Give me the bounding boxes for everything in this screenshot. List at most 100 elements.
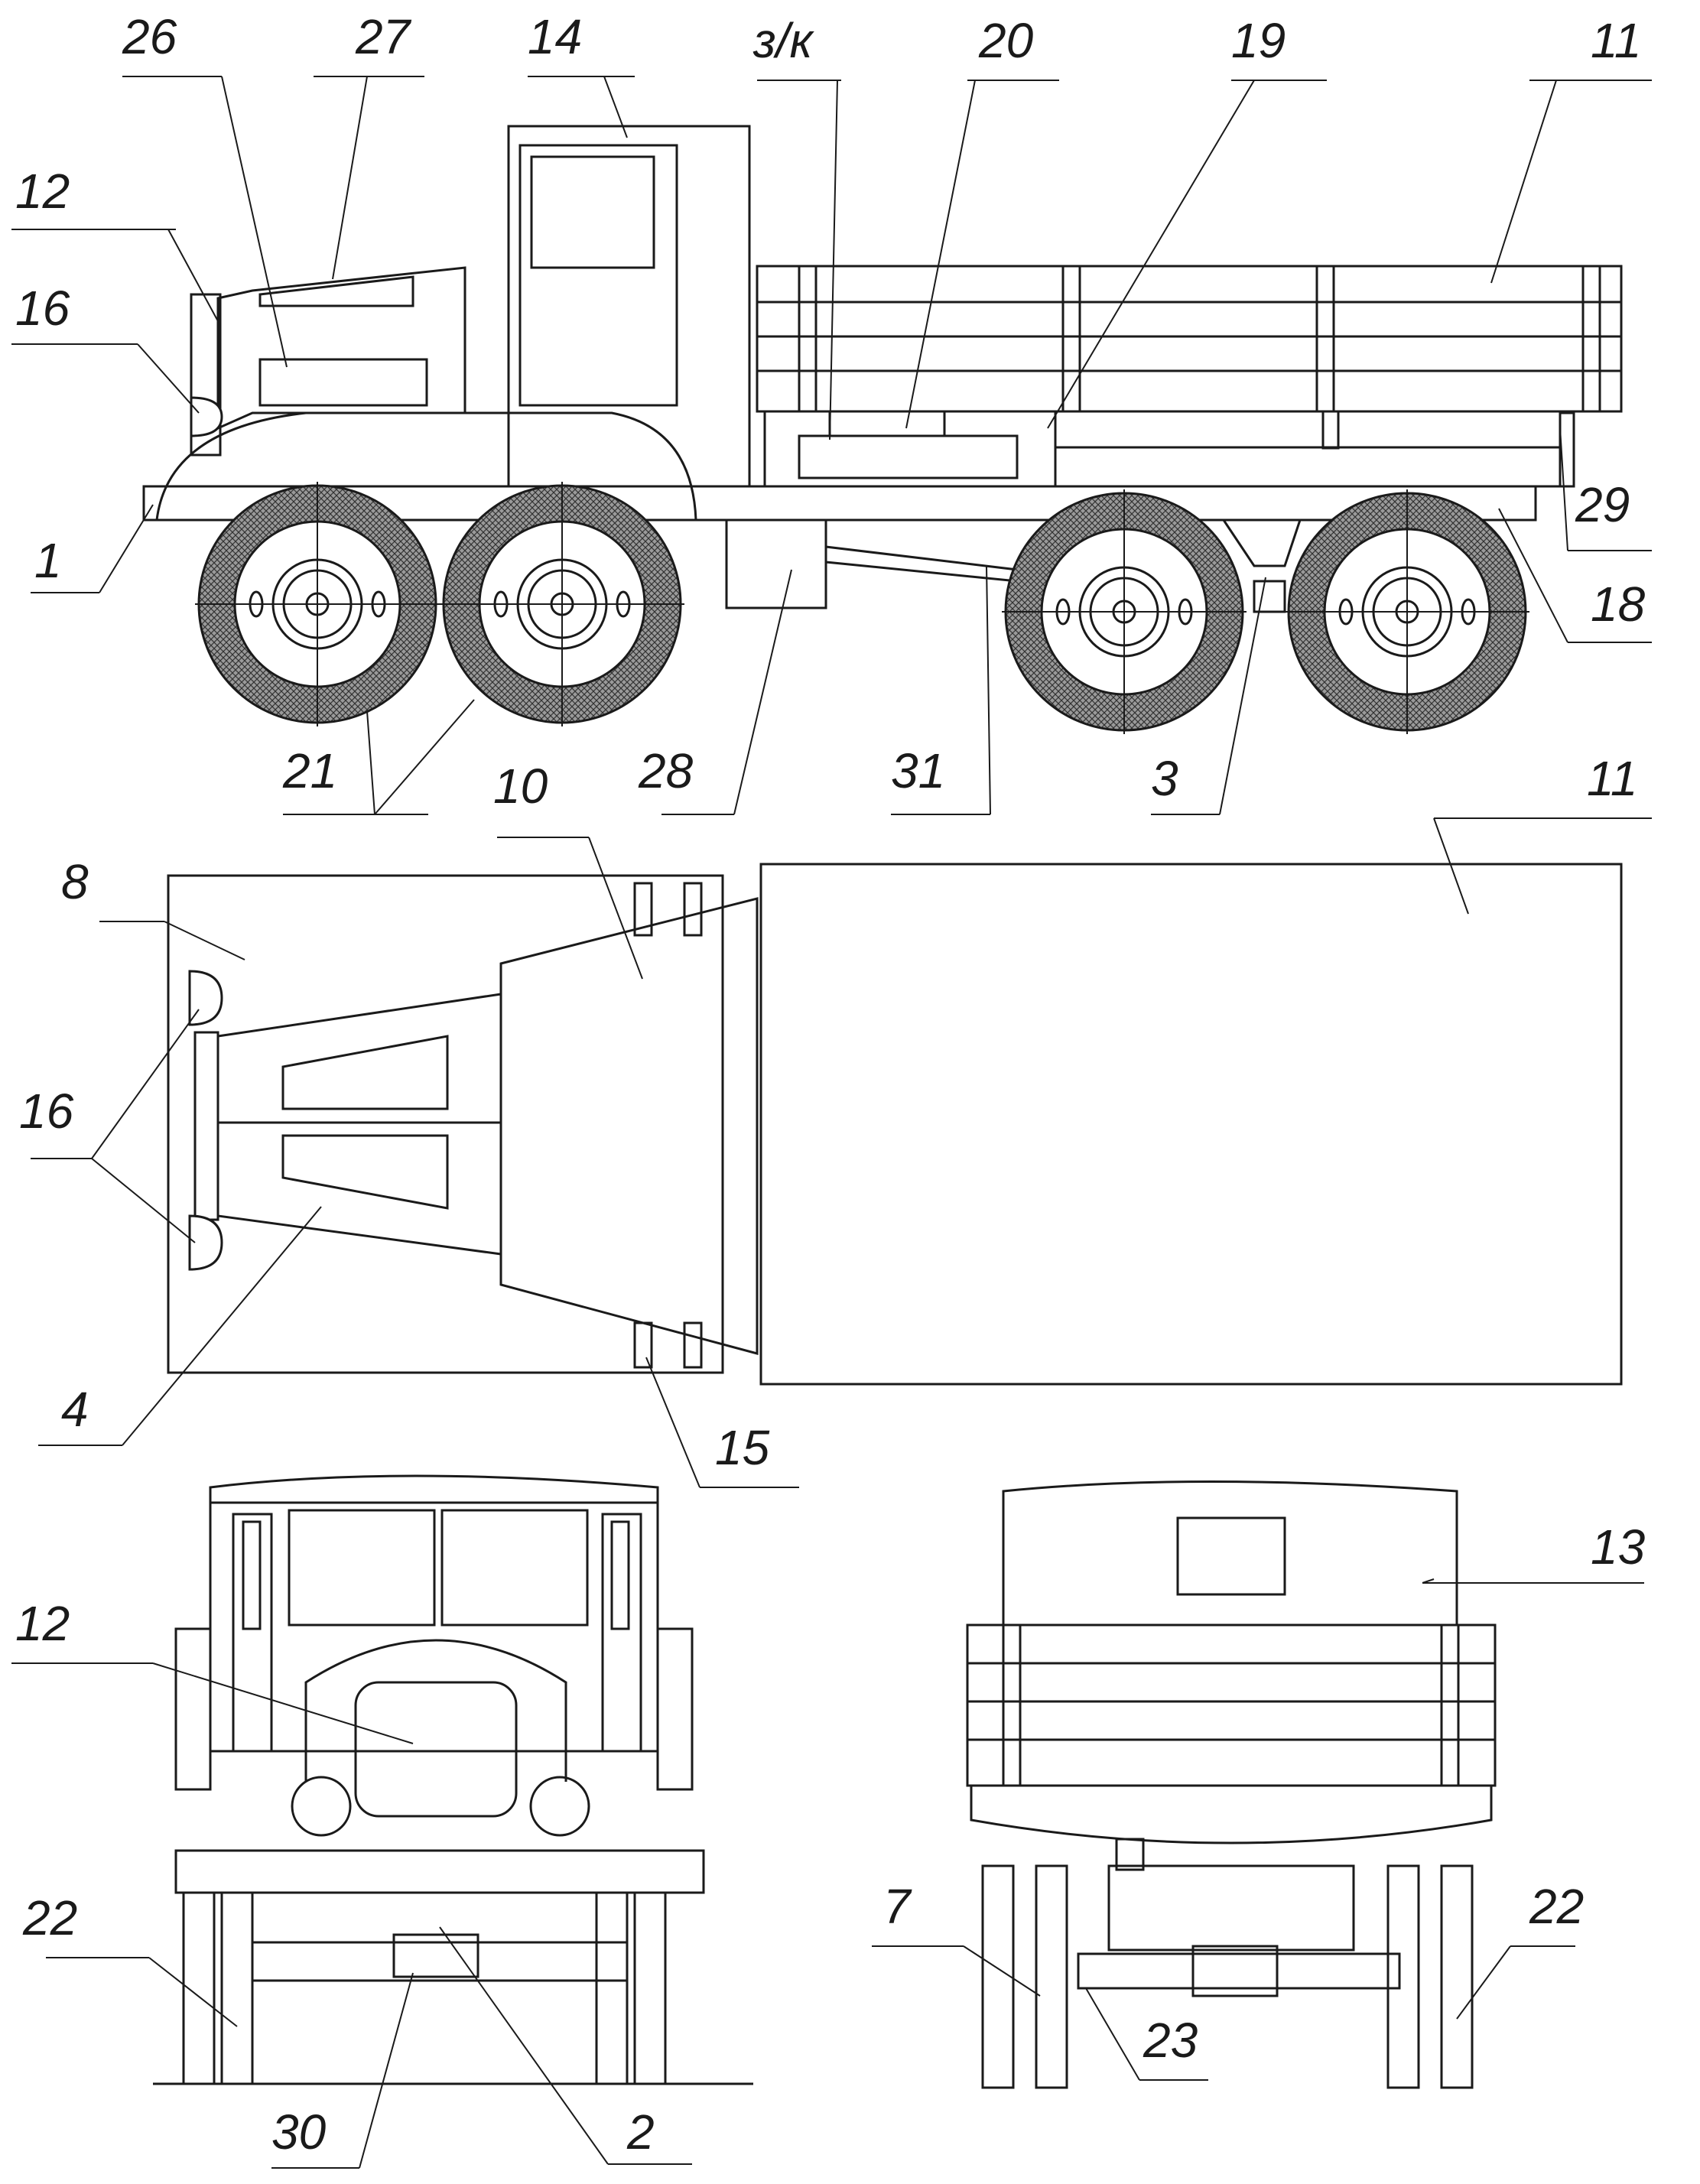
cab-front (209, 1474, 659, 1753)
front-wheel-22 (633, 1891, 667, 2085)
front-axle-2 (251, 1941, 629, 1982)
label-30: 30 (271, 2104, 327, 2160)
hood-top-4 (216, 993, 502, 1256)
cab-side (507, 125, 751, 488)
front-bumper (174, 1849, 705, 1894)
hood-vent-27 (258, 275, 414, 307)
label-23: 23 (1143, 2013, 1198, 2068)
side-view: 26 27 14 з/к 20 19 11 12 16 1 29 18 21 2… (11, 9, 1652, 815)
cab-door (518, 144, 678, 407)
label-1: 1 (34, 533, 62, 588)
cargo-body-side (756, 265, 1623, 413)
cargo-post-rear (1002, 1623, 1022, 1787)
label-26: 26 (122, 9, 177, 64)
radiator-12 (354, 1681, 518, 1818)
cargo-post-rear (1440, 1623, 1460, 1787)
cab-roof-10 (499, 897, 759, 1355)
cargo-post (798, 265, 817, 413)
bumper-top (193, 1031, 219, 1221)
label-14: 14 (528, 9, 582, 64)
rear-wheel-22 (1386, 1864, 1420, 2089)
radiator-grille-side (190, 293, 222, 457)
label-2: 2 (626, 2104, 655, 2160)
rear-wheel-22 (1440, 1864, 1474, 2089)
mirror-right (610, 1520, 630, 1630)
rear-leader-lines (872, 1578, 1644, 2081)
label-10: 10 (493, 759, 548, 814)
cargo-body-rear (966, 1623, 1497, 1787)
label-20: 20 (978, 13, 1034, 68)
label-18: 18 (1591, 577, 1646, 632)
door-pillar-left (232, 1513, 273, 1753)
rear-view: 13 7 22 23 (872, 1480, 1646, 2089)
headlight-top (188, 1214, 223, 1271)
label-16-side: 16 (15, 281, 70, 336)
tow-hook (1115, 1838, 1145, 1871)
cargo-body-top-11 (759, 863, 1623, 1386)
hood-vent-top (281, 1134, 449, 1210)
rear-window (1176, 1516, 1286, 1596)
wheel (440, 482, 684, 726)
front-view: 12 22 30 2 (11, 1474, 753, 2169)
rear-differential (1191, 1945, 1279, 1997)
label-19: 19 (1231, 13, 1286, 68)
rear-axle-23 (1077, 1952, 1401, 1990)
cab-rear-13 (1002, 1480, 1458, 1627)
cargo-post (1315, 265, 1335, 413)
top-leader-lines (31, 817, 1652, 1488)
rear-wheel-22 (981, 1864, 1015, 2089)
label-31: 31 (891, 743, 945, 798)
mirror-left (242, 1520, 262, 1630)
hitch-block (1253, 580, 1286, 613)
cab-window (530, 155, 655, 269)
rear-bumper-29 (1559, 411, 1575, 488)
hood-arch (304, 1639, 567, 1782)
front-wheel-22 (220, 1891, 254, 2085)
headlight-front (529, 1776, 590, 1837)
front-wheel-22 (595, 1891, 629, 2085)
tank-bracket (828, 410, 946, 437)
rear-underbody (970, 1784, 1493, 1844)
label-7: 7 (883, 1879, 912, 1934)
windshield-left (288, 1509, 436, 1627)
step-15 (683, 1321, 703, 1369)
door-pillar-right (601, 1513, 642, 1753)
label-4: 4 (61, 1382, 89, 1437)
front-leader-lines (11, 1662, 692, 2169)
label-11-top: 11 (1587, 751, 1637, 806)
subframe-19 (763, 410, 1562, 488)
hitch-3 (1222, 519, 1302, 567)
top-view: 11 8 16 4 15 (19, 751, 1652, 1488)
label-28: 28 (638, 743, 694, 798)
label-12-front: 12 (15, 1596, 70, 1651)
fuel-tank-20 (798, 434, 1019, 479)
subframe-post (1321, 410, 1340, 450)
hood-panel-26 (258, 358, 428, 407)
fender-right-front (656, 1627, 694, 1791)
label-29: 29 (1575, 477, 1630, 532)
label-21: 21 (282, 743, 337, 798)
wheel (1285, 489, 1529, 734)
label-22-front: 22 (22, 1890, 77, 1945)
hood-vent-top (281, 1035, 449, 1110)
label-15: 15 (715, 1420, 770, 1475)
cab-top-8 (167, 874, 724, 1374)
rear-frame (1107, 1864, 1355, 1952)
side-leader-lines (11, 76, 1652, 815)
label-16-top: 16 (19, 1084, 74, 1139)
rear-wheel-7 (1035, 1864, 1068, 2089)
label-27: 27 (355, 9, 412, 64)
windshield-right (440, 1509, 589, 1627)
wheel (1002, 489, 1247, 734)
front-fender (155, 411, 697, 521)
cargo-post (1581, 265, 1601, 413)
label-13: 13 (1591, 1519, 1646, 1575)
differential-30 (392, 1933, 479, 1978)
headlight-front (291, 1776, 352, 1837)
label-22-rear: 22 (1529, 1879, 1584, 1934)
wheel (195, 482, 440, 726)
label-3k: з/к (752, 13, 815, 68)
label-3: 3 (1151, 751, 1178, 806)
